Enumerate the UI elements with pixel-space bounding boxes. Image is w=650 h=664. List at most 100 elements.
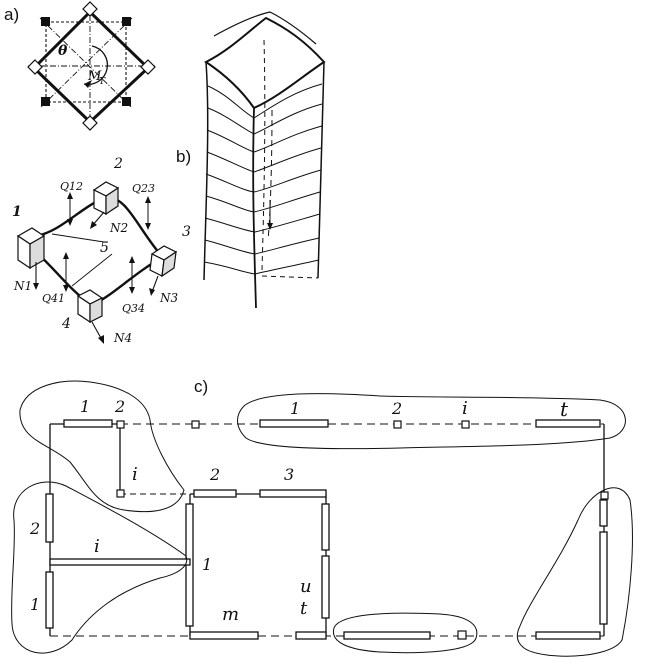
tower-hidden-edge bbox=[261, 39, 266, 271]
element-bar bbox=[599, 531, 608, 625]
left-label-1: 1 bbox=[30, 595, 40, 614]
element-bar bbox=[49, 558, 191, 566]
normal-arrow-2 bbox=[90, 211, 105, 229]
tower-ring bbox=[207, 83, 323, 119]
tr-label-1: 1 bbox=[290, 399, 300, 418]
normal-label-3: N3 bbox=[159, 291, 179, 305]
panel-b-label: b) bbox=[176, 147, 191, 166]
inner-label-t: t bbox=[300, 598, 308, 619]
inner-label-3: 3 bbox=[284, 465, 294, 484]
node-square bbox=[191, 420, 200, 429]
tower-edge bbox=[252, 107, 257, 309]
block-2 bbox=[92, 181, 120, 216]
left-label-i: i bbox=[94, 536, 100, 557]
tower-base-hidden bbox=[261, 275, 319, 279]
tower-ring bbox=[204, 237, 320, 255]
panel-b: b) bbox=[176, 11, 326, 309]
mid-node bbox=[82, 1, 98, 17]
moment-sub-label: T bbox=[99, 77, 106, 87]
node-label-4: 4 bbox=[61, 316, 71, 332]
node-label-3: 3 bbox=[182, 224, 191, 240]
inner-label-m: m bbox=[222, 604, 239, 625]
panel-a-label: a) bbox=[4, 5, 19, 24]
tower-top-back bbox=[213, 11, 317, 45]
corner-node bbox=[122, 97, 131, 106]
tr-label-i: i bbox=[462, 398, 468, 419]
diagonal-line bbox=[39, 17, 133, 109]
shear-label-12: Q12 bbox=[60, 180, 83, 193]
shear-arrow-34 bbox=[129, 256, 135, 294]
panel-c: c) bbox=[11, 377, 633, 657]
moment-arrow-icon bbox=[84, 80, 92, 88]
element-bar bbox=[45, 571, 54, 629]
tr-label-2: 2 bbox=[391, 399, 402, 418]
inner-label-1: 1 bbox=[202, 555, 212, 574]
block-3 bbox=[149, 245, 178, 278]
element-bar bbox=[259, 489, 327, 498]
normal-arrow-3 bbox=[149, 275, 159, 296]
shear-label-23: Q23 bbox=[132, 182, 155, 195]
element-bar bbox=[295, 631, 327, 640]
element-bar bbox=[535, 631, 601, 640]
normal-arrow-1 bbox=[33, 262, 39, 290]
normal-arrow-4 bbox=[91, 321, 104, 344]
section-diagonal bbox=[71, 253, 113, 287]
element-bar bbox=[535, 419, 601, 428]
shear-arrow-41 bbox=[63, 252, 69, 292]
element-bar bbox=[45, 493, 54, 543]
moment-arc bbox=[83, 45, 109, 86]
shear-label-34: Q34 bbox=[122, 302, 145, 315]
tower-ring bbox=[207, 103, 323, 135]
node-label-1: 1 bbox=[12, 204, 22, 220]
group-outline-top-right bbox=[237, 393, 626, 450]
element-bar bbox=[259, 419, 329, 428]
panel-c-label: c) bbox=[194, 377, 208, 396]
node-label-5: 5 bbox=[100, 240, 109, 256]
corner-node bbox=[122, 17, 131, 26]
shear-label-41: Q41 bbox=[42, 292, 65, 305]
diagonal-line bbox=[39, 17, 133, 109]
node-square bbox=[116, 420, 125, 429]
mid-node bbox=[82, 115, 98, 131]
group-outline-top-left bbox=[19, 380, 185, 513]
moment-label: M bbox=[87, 69, 102, 84]
section-diagonal bbox=[51, 233, 105, 243]
tl-label-2: 2 bbox=[114, 397, 125, 416]
panel-a: a) θ M T bbox=[4, 1, 156, 131]
inner-label-u: u bbox=[300, 576, 312, 597]
node-square bbox=[393, 420, 402, 429]
element-bar bbox=[321, 555, 330, 619]
element-bar bbox=[193, 489, 237, 498]
element-bar bbox=[321, 503, 330, 551]
inner-label-2: 2 bbox=[209, 465, 220, 484]
node-square bbox=[116, 489, 125, 498]
node-label-2: 2 bbox=[113, 156, 123, 172]
element-bar bbox=[189, 631, 259, 640]
mid-node bbox=[140, 59, 156, 75]
corner-node bbox=[41, 17, 50, 26]
element-bar bbox=[343, 631, 431, 640]
normal-label-1: N1 bbox=[13, 279, 32, 293]
tower-arrow-icon bbox=[267, 223, 273, 230]
tower-edge bbox=[203, 61, 209, 281]
normal-label-4: N4 bbox=[113, 331, 132, 345]
tower-ring bbox=[206, 147, 322, 173]
node-square bbox=[457, 630, 467, 640]
block-4 bbox=[76, 289, 104, 324]
corner-node bbox=[41, 97, 50, 106]
tower-hidden-edge bbox=[267, 109, 273, 241]
tower-ring bbox=[206, 125, 323, 153]
left-label-2: 2 bbox=[29, 519, 40, 538]
node-square bbox=[600, 491, 609, 500]
tower-ring bbox=[205, 191, 321, 213]
mid-node bbox=[27, 59, 43, 75]
normal-label-2: N2 bbox=[109, 221, 128, 235]
tl-label-i: i bbox=[132, 464, 138, 485]
tower-ring bbox=[204, 213, 321, 233]
element-bar bbox=[63, 419, 113, 428]
node-square bbox=[461, 420, 470, 429]
group-outline-right bbox=[516, 487, 633, 657]
tl-label-1: 1 bbox=[80, 397, 90, 416]
